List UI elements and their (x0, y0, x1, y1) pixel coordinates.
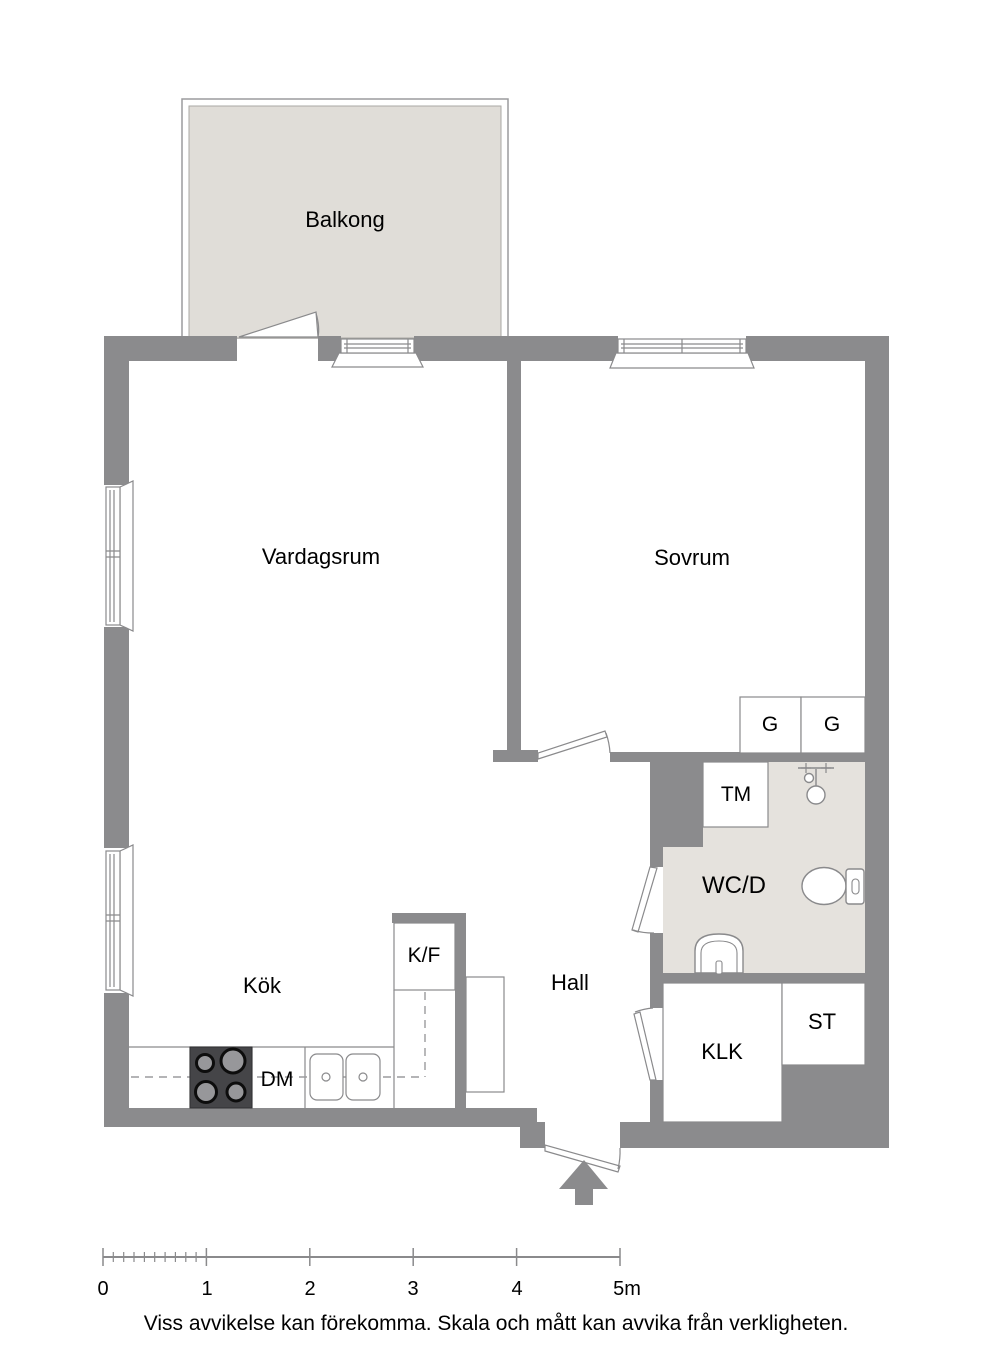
wall-kf-side (455, 923, 466, 1110)
scale-label-4: 4 (511, 1278, 522, 1300)
wall-wcd-left-thick (650, 761, 703, 847)
window-left-lower (105, 844, 134, 997)
scale-label-2: 2 (304, 1278, 315, 1300)
kitchen (129, 922, 505, 1109)
label-kf: K/F (408, 944, 441, 967)
wall-wcd-bottom (650, 973, 865, 983)
label-kok: Kök (243, 973, 282, 998)
wall-klk-left-lower (650, 1080, 663, 1122)
wall-wcd-left-step (650, 847, 663, 867)
balcony-door-swing (238, 311, 319, 338)
wall-right (865, 336, 889, 1148)
scale-label-3: 3 (407, 1278, 418, 1300)
scale-label-1: 1 (201, 1278, 212, 1300)
walls (104, 336, 889, 1148)
wall-kf-top (392, 913, 466, 923)
toilet-icon (801, 866, 865, 906)
kitchen-sink-icon (309, 1053, 381, 1101)
closet-st (781, 982, 866, 1066)
wall-klk-left-upper (650, 983, 663, 1008)
scale-label-0: 0 (97, 1278, 108, 1300)
window-bedroom (609, 338, 755, 369)
label-klk: KLK (701, 1039, 743, 1064)
windows (105, 338, 755, 997)
bedroom-door (537, 730, 611, 760)
washbasin-icon (694, 933, 744, 975)
wall-top-3 (414, 336, 618, 361)
scale-bar: 0 1 2 3 4 5m (97, 1248, 641, 1300)
scale-bar-major-ticks (102, 1248, 621, 1266)
shower-mixer-icon (798, 763, 834, 805)
balcony (181, 98, 509, 339)
wall-divider-bedroom (507, 361, 521, 751)
wall-left-1 (104, 336, 129, 485)
wall-divider-base (493, 750, 538, 762)
bathroom-fixtures (694, 761, 865, 975)
scale-bar-minor-ticks (112, 1252, 197, 1262)
fridge-freezer (393, 922, 456, 991)
closet-klk (662, 982, 783, 1123)
window-left-upper (105, 480, 134, 632)
wall-fill-bottom-right (782, 1065, 889, 1148)
stove-icon (189, 1046, 253, 1109)
closets (662, 982, 866, 1123)
wall-bottom-step (520, 1122, 545, 1148)
label-hall: Hall (551, 970, 589, 995)
label-vardagsrum: Vardagsrum (262, 544, 380, 569)
wardrobe-left (739, 696, 802, 754)
wall-bedroom-south (610, 752, 865, 762)
label-wcd: WC/D (702, 872, 766, 899)
balcony-door-arc (315, 312, 320, 338)
wcd-door (631, 866, 658, 934)
labels: Balkong Vardagsrum Sovrum Kök Hall WC/D … (243, 207, 840, 1091)
window-livingroom (331, 338, 424, 368)
counter-dashed-line (131, 992, 426, 1078)
balcony-floor (188, 105, 502, 339)
label-g-right: G (824, 713, 840, 736)
klk-door (633, 1007, 657, 1081)
wardrobes (739, 696, 866, 754)
disclaimer-text: Viss avvikelse kan förekomma. Skala och … (144, 1312, 849, 1335)
wardrobe-right (800, 696, 866, 754)
label-tm: TM (721, 783, 751, 806)
wall-wcd-left-lower (650, 933, 663, 973)
wall-left-3 (104, 993, 129, 1113)
hall-cabinet (465, 976, 505, 1093)
wall-left-2 (104, 627, 129, 848)
wall-bottom-kitchen (104, 1108, 537, 1127)
label-sovrum: Sovrum (654, 545, 730, 570)
scale-label-5m: 5m (613, 1278, 641, 1300)
label-dm: DM (261, 1068, 294, 1091)
entrance-arrow-icon (559, 1160, 608, 1205)
doors (315, 312, 658, 1173)
washing-machine (702, 761, 769, 828)
label-g-left: G (762, 713, 778, 736)
label-st: ST (808, 1009, 836, 1034)
label-balkong: Balkong (305, 207, 385, 232)
wall-top-2 (318, 336, 341, 361)
entrance-door (544, 1144, 621, 1173)
